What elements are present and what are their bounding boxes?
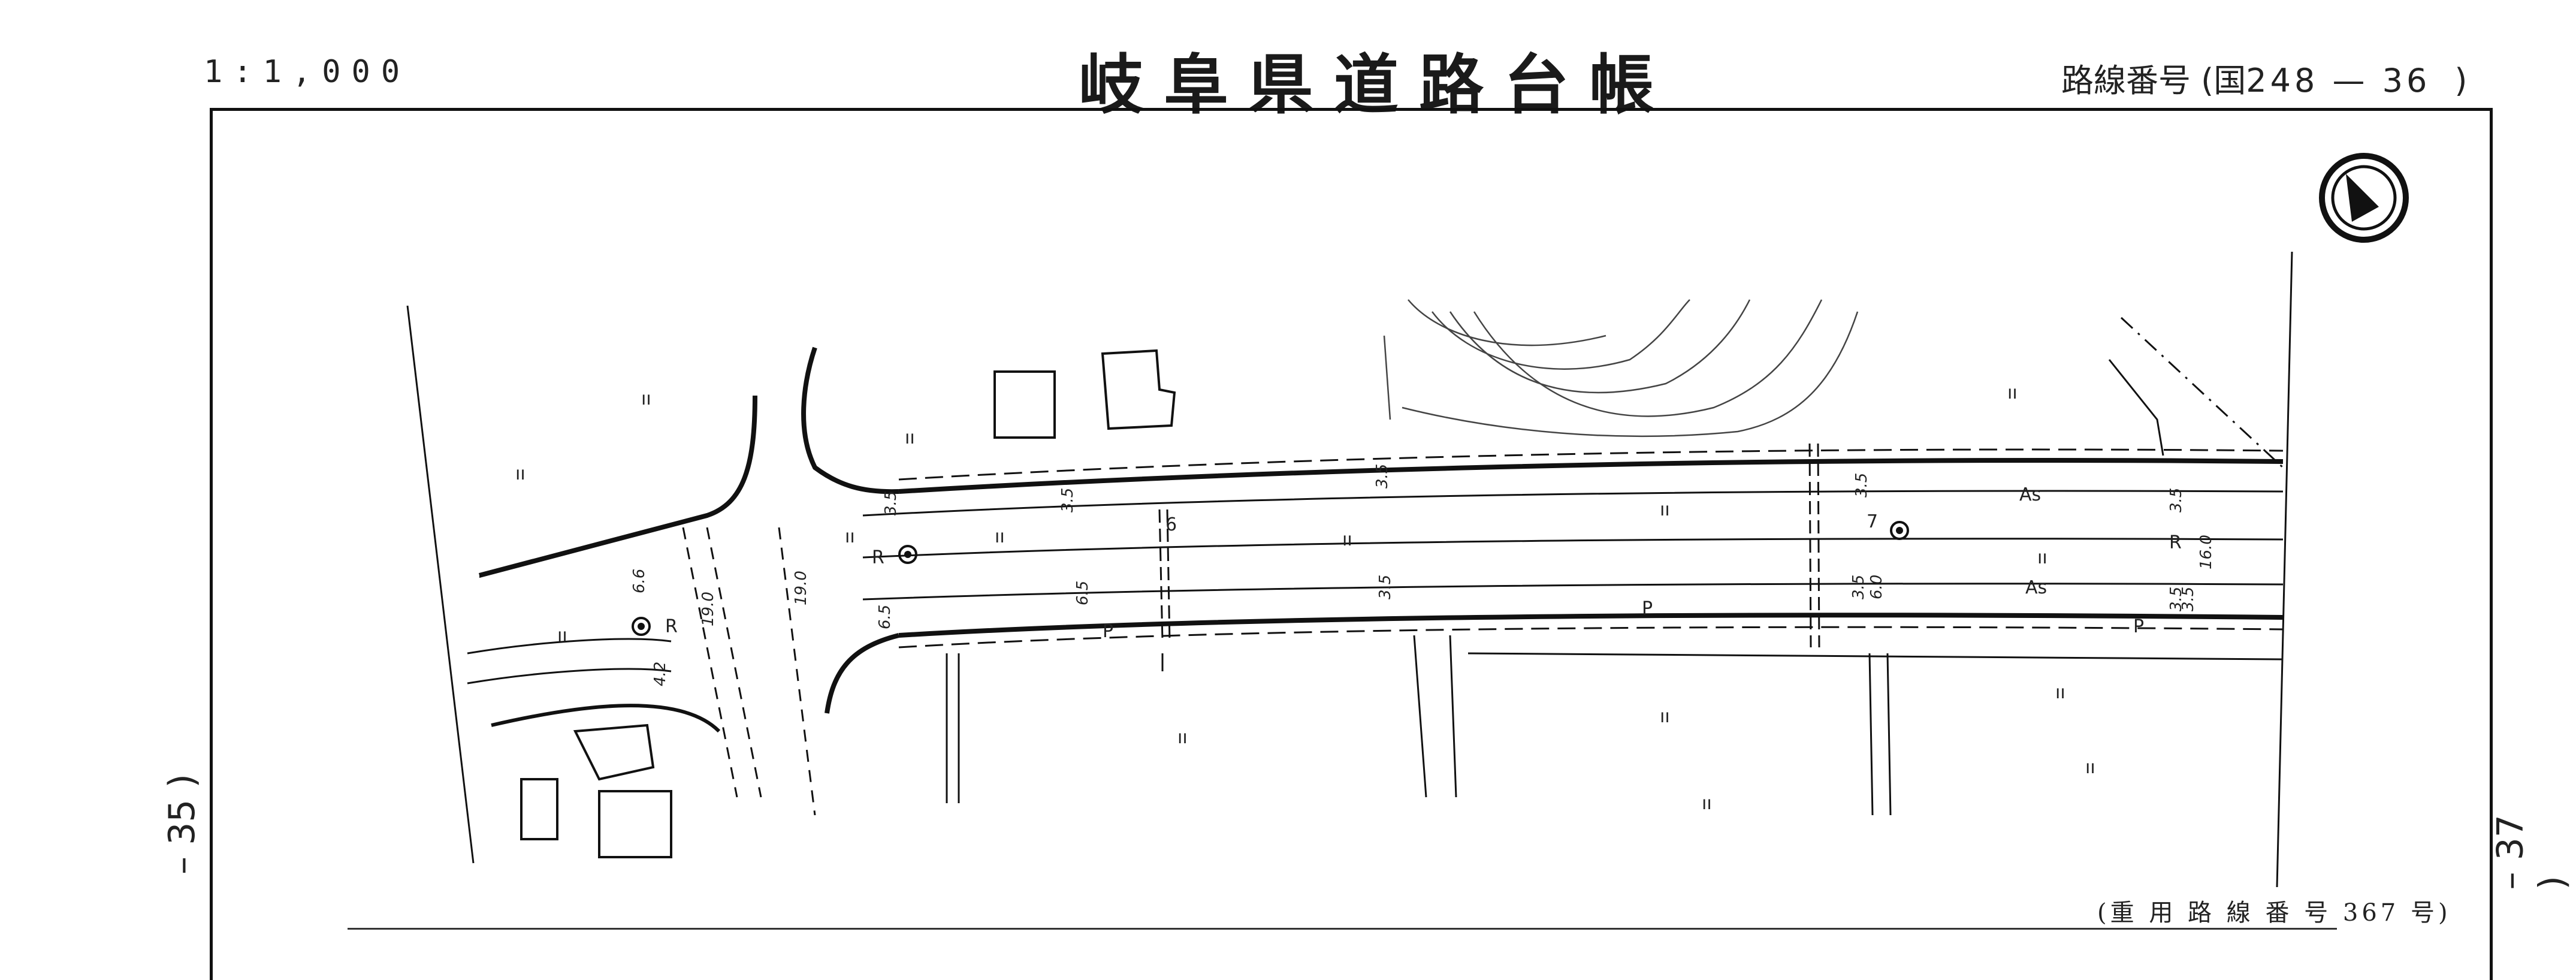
dimension-label: 3.5 [1850,575,1868,599]
road-map: 6 7 As As R R R P P P 3.5 3.5 3.5 3.5 3.… [406,153,2409,888]
route-prefix: (国 [2201,62,2246,99]
dimension-label: 19.0 [699,592,717,626]
station-label: 6 [1165,514,1177,535]
dimension-label: 3.5 [2179,587,2197,611]
dimension-label: 3.5 [1373,464,1391,489]
field-mark: ıı [2055,682,2065,703]
section-lines [1158,443,1820,648]
boundary-dash [2120,316,2284,469]
dimension-label: 6.6 [630,569,648,593]
field-mark: ıı [641,388,651,409]
buildings [520,349,1176,858]
pavement-label: As [2025,577,2047,598]
route-number-value: 248 — 36 [2246,62,2431,99]
ditch-hatching [946,635,2284,816]
field-mark: ıı [2037,547,2047,568]
field-mark: ıı [905,427,915,448]
field-mark: ıı [2085,757,2095,778]
field-mark: ıı [1702,793,1712,814]
route-label: 路線番号 [2061,62,2191,99]
dimension-label: 6.5 [876,605,894,629]
map-frame [210,108,2493,980]
field-mark: ıı [845,526,855,547]
field-mark: ıı [1660,706,1670,727]
property-line [2108,359,2164,456]
dimension-label: 19.0 [792,571,810,605]
field-mark: ıı [515,463,526,484]
dimension-label: 3.5 [2167,488,2185,512]
dimension-label: 3.5 [882,491,900,515]
dimension-label: 3.5 [2167,587,2185,611]
left-boundary-line [406,305,475,864]
bottom-rule [348,928,2337,930]
field-mark: ıı [1660,499,1670,520]
north-arrow-icon [2319,153,2409,243]
station-label: 7 [1867,511,1878,532]
road-mark: P [1103,621,1113,642]
map-scale: 1:1,000 [204,54,411,90]
field-mark: ıı [995,526,1005,547]
pavement-label: As [2019,484,2041,505]
dimension-label: 3.5 [1853,473,1871,497]
dimension-label: 4.2 [651,662,669,686]
cross-road [467,527,816,816]
dimension-label: 3.5 [1059,488,1077,512]
dimension-label: 6.0 [1868,575,1886,599]
field-mark: ıı [557,625,567,646]
field-mark: ıı [2007,382,2018,403]
road-edges [478,346,2284,714]
road-mark: R [665,616,678,637]
dimension-label: 3.5 [1376,575,1394,599]
route-suffix: ) [2454,62,2468,99]
road-mark: R [872,547,884,568]
road-mark: R [2169,532,2182,553]
terrain-contours [1383,299,1859,438]
manhole-symbols [632,521,1909,636]
road-mark: P [1642,598,1653,619]
field-mark: ıı [1177,727,1188,748]
field-mark: ıı [1342,529,1352,550]
dimension-label: 16.0 [2197,535,2215,569]
dimension-label: 6.5 [1074,581,1092,605]
route-number: 路線番号 (国248 — 36) [2061,54,2467,101]
right-boundary-line [2276,251,2293,888]
dual-route-note: (重 用 路 線 番 号 367 号) [2097,899,2451,927]
road-mark: P [2133,616,2144,637]
